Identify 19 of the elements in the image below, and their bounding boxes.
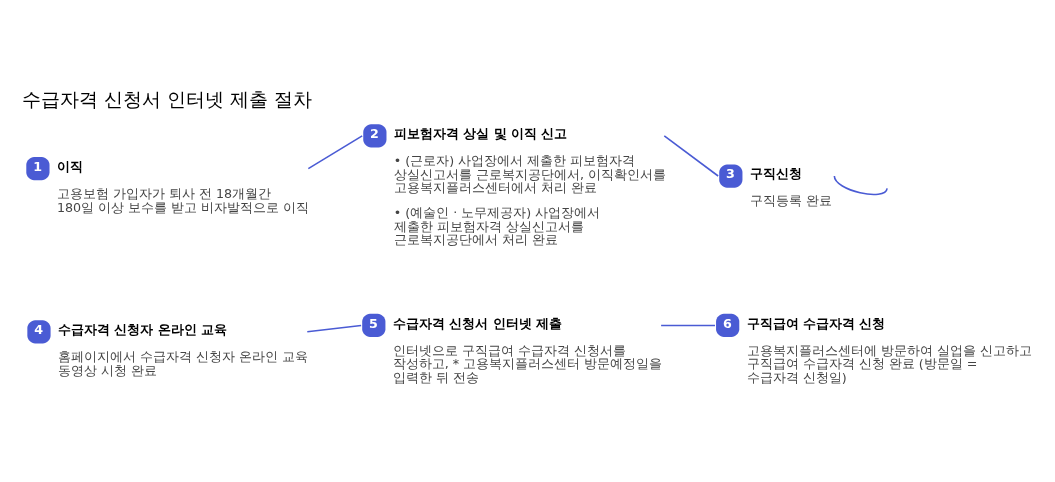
node-label: 고용보험 가입자가 퇴사 전 18개월간 180일 이상 보수를 받고 비자발적으로 이직 bbox=[56, 185, 310, 214]
node-label: 수급자격 신청자 온라인 교육 bbox=[57, 321, 228, 337]
connector bbox=[660, 324, 716, 326]
connector bbox=[306, 324, 362, 333]
node-label: 구직등록 완료 bbox=[749, 192, 832, 208]
connector bbox=[833, 174, 888, 195]
node-label: 인터넷으로 구직급여 수급자격 신청서를 작성하고, * 고용복지플러스센터 방문예정일을 입력한 뒤 전송 bbox=[392, 342, 663, 385]
connector bbox=[663, 134, 719, 177]
diagram-title: 수급자격 신청서 인터넷 제출 절차 bbox=[21, 87, 312, 110]
node-label: • (근로자) 사업장에서 제출한 피보험자격 상실신고서를 근로복지공단에서, 이직확인서를 고용복지플러스센터에서 처리 완료 bbox=[393, 152, 666, 195]
node-label: 피보험자격 상실 및 이직 신고 bbox=[393, 125, 568, 141]
node-label: 이직 bbox=[56, 158, 83, 174]
node-label: 구직급여 수급자격 신청 bbox=[746, 315, 886, 331]
node-label: 홈페이지에서 수급자격 신청자 온라인 교육 동영상 시청 완료 bbox=[57, 348, 309, 378]
connector bbox=[307, 134, 363, 169]
node-label: • (예술인 · 노무제공자) 사업장에서 제출한 피보험자격 상실신고서를 근로복지공단에서 처리 완료 bbox=[393, 204, 601, 247]
node-label: 구직신청 bbox=[749, 165, 802, 181]
node-label: 수급자격 신청서 인터넷 제출 bbox=[392, 315, 563, 331]
node-label: 고용복지플러스센터에 방문하여 실업을 신고하고 구직급여 수급자격 신청 완료 (방문일 = 수급자격 신청일) bbox=[746, 342, 1032, 385]
